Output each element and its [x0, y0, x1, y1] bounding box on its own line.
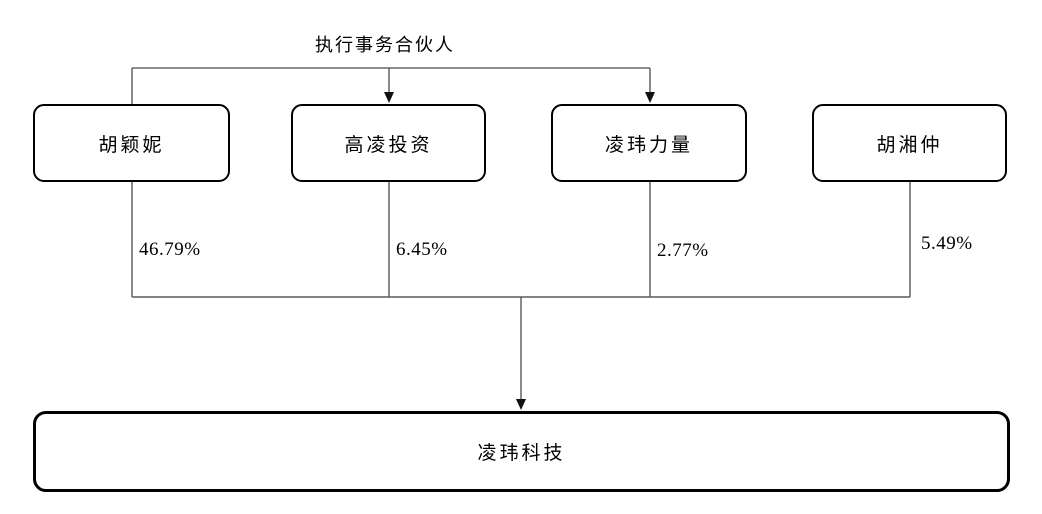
stake-label-hu-xiangzhong: 5.49% — [921, 233, 973, 254]
stake-label-gaoling-investment: 6.45% — [396, 239, 448, 260]
box-hu-xiangzhong: 胡湘仲 — [812, 104, 1007, 182]
entity-name: 凌玮力量 — [604, 134, 693, 156]
stake-label-lingwei-liliang: 2.77% — [657, 240, 709, 261]
entity-name: 胡湘仲 — [876, 134, 943, 156]
arrow-down-icon — [384, 92, 394, 103]
box-gaoling-investment: 高凌投资 — [291, 104, 486, 182]
arrow-down-icon — [516, 399, 526, 410]
company-name: 凌玮科技 — [477, 443, 566, 464]
box-hu-yingni: 胡颖妮 — [33, 104, 230, 182]
executive-partner-label: 执行事务合伙人 — [315, 35, 455, 55]
box-lingwei-technology: 凌玮科技 — [33, 411, 1010, 492]
entity-name: 胡颖妮 — [98, 134, 165, 156]
arrow-down-icon — [645, 92, 655, 103]
stake-label-hu-yingni: 46.79% — [139, 239, 201, 260]
box-lingwei-liliang: 凌玮力量 — [551, 104, 747, 182]
entity-name: 高凌投资 — [344, 134, 433, 156]
